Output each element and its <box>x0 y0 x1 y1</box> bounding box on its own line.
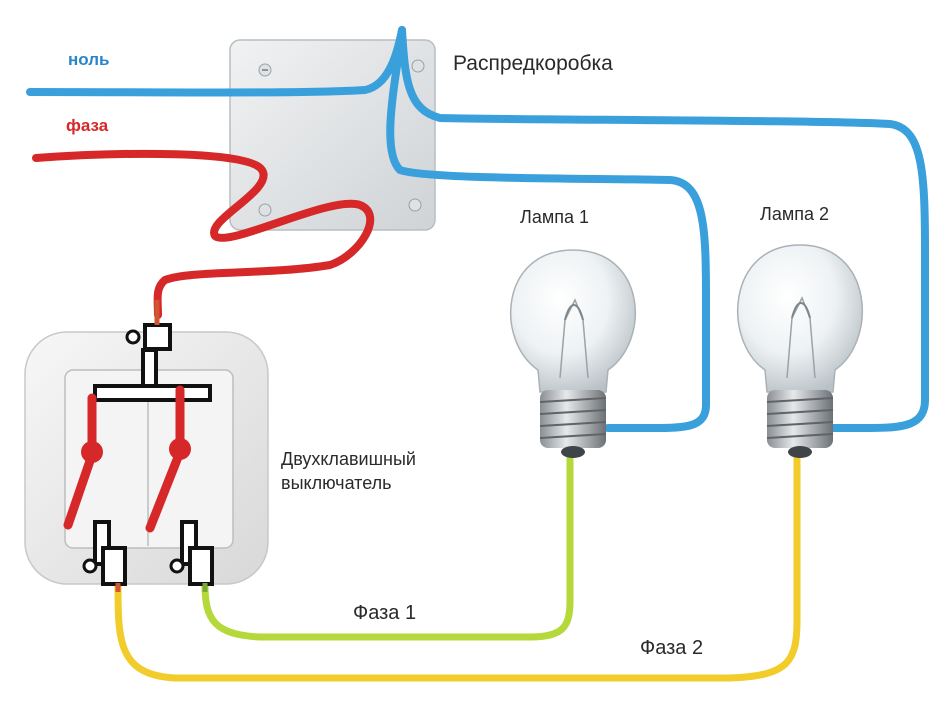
phase-label: фаза <box>66 116 109 135</box>
phase-wires <box>32 149 375 319</box>
neutral-lamp2-wire <box>398 26 929 432</box>
phase2-wire <box>114 451 801 682</box>
neutral-wires <box>26 26 929 432</box>
switch-label-line1: Двухклавишный <box>281 449 416 469</box>
neutral-label: ноль <box>68 50 110 69</box>
phase1-wire <box>201 451 574 641</box>
phase-input-wire <box>32 149 375 319</box>
junction-box-icon <box>229 39 436 231</box>
double-switch-icon <box>24 300 269 592</box>
switch-label: Двухклавишный выключатель <box>281 447 416 495</box>
junction-box-label: Распредкоробка <box>453 52 613 75</box>
neutral-input-wire <box>26 26 406 97</box>
lamp1-label: Лампа 1 <box>520 207 589 227</box>
lamp2-label: Лампа 2 <box>760 204 829 224</box>
switch-label-line2: выключатель <box>281 473 392 493</box>
phase2-label: Фаза 2 <box>640 637 704 659</box>
light-bulb-icon <box>509 249 637 458</box>
light-bulb-icon <box>736 244 864 458</box>
phase1-label: Фаза 1 <box>353 602 417 624</box>
neutral-lamp1-wire <box>386 26 710 432</box>
